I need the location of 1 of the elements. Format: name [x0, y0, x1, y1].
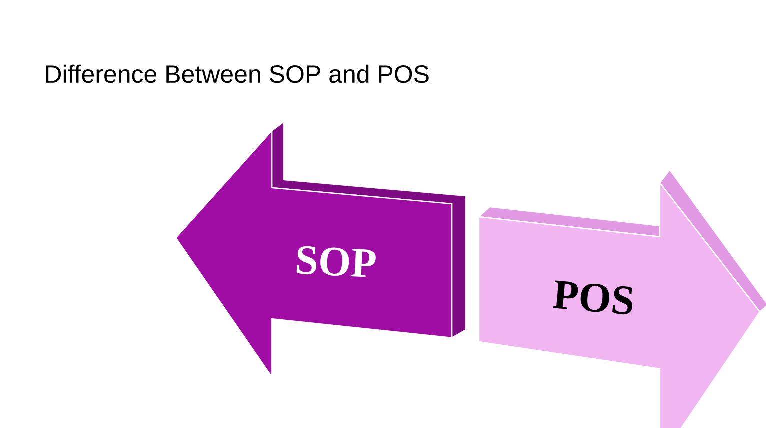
title: Difference Between SOP and POS	[46, 64, 429, 84]
